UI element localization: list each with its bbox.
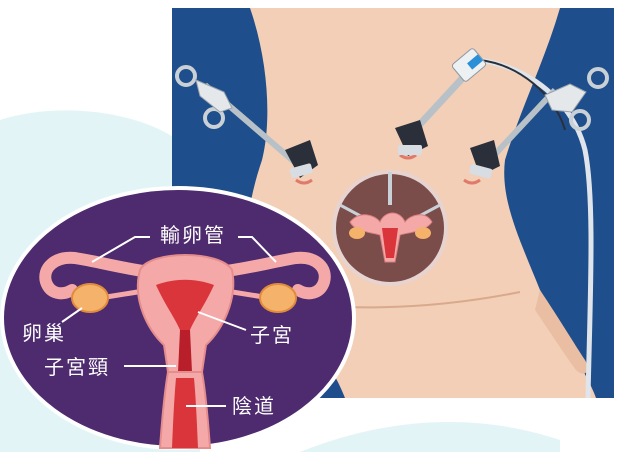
label-fallopian-tube: 輸卵管 bbox=[160, 223, 226, 247]
vaginal-canal bbox=[172, 378, 198, 448]
label-uterus: 子宮 bbox=[250, 323, 294, 347]
ovary-right bbox=[260, 284, 296, 312]
label-cervix: 子宮頸 bbox=[44, 355, 110, 379]
cervical-canal bbox=[178, 330, 192, 372]
background-wash-bottom bbox=[300, 422, 560, 452]
ovary-left bbox=[72, 284, 108, 312]
anatomy-diagram: 輸卵管 卵巢 子宮 子宮頸 陰道 bbox=[2, 188, 354, 448]
label-ovary: 卵巢 bbox=[22, 321, 66, 345]
laparoscopic-view-inset bbox=[334, 172, 446, 284]
label-vagina: 陰道 bbox=[232, 394, 276, 418]
